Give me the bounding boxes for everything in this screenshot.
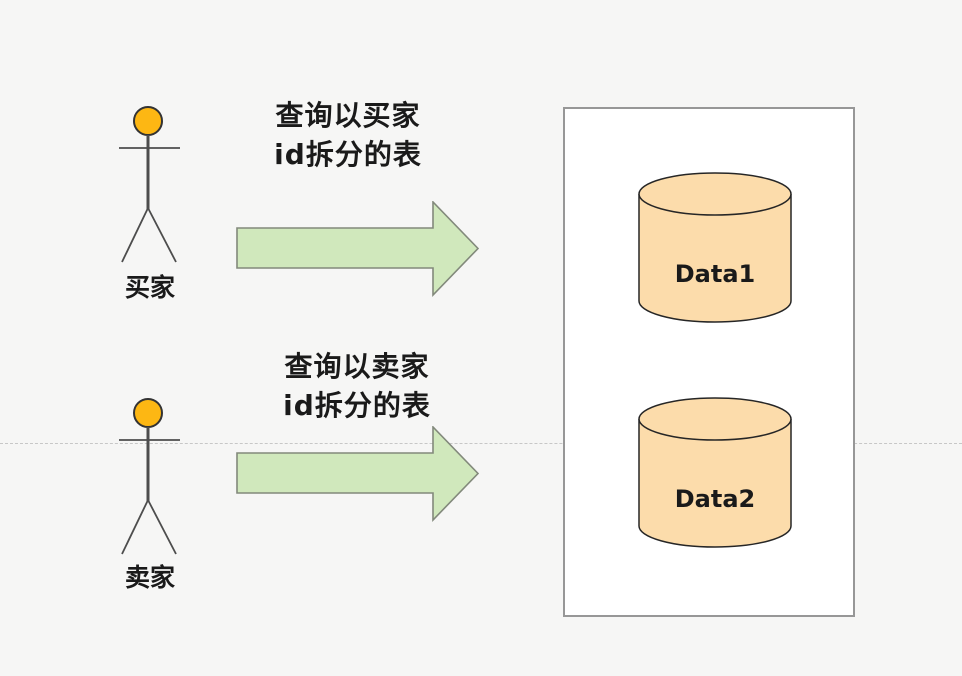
flow-label-line1: 查询以卖家 [284, 350, 430, 383]
actor-leg-left [121, 499, 149, 555]
flow-label-line2: id拆分的表 [274, 138, 422, 171]
actor-label-seller: 卖家 [124, 563, 175, 592]
actor-head [133, 398, 163, 428]
dashed-divider-line [0, 443, 962, 444]
buyer-stick-figure-icon [119, 106, 180, 263]
database-label: Data1 [674, 260, 756, 288]
block-arrow-shape [236, 426, 480, 522]
flow-label-line1: 查询以买家 [275, 99, 421, 132]
buyer-flow-arrow-icon [236, 201, 480, 297]
database-label: Data2 [674, 485, 756, 513]
flow-label-seller-query: 查询以卖家 id拆分的表 [245, 347, 469, 425]
database-cylinder-icon [638, 172, 792, 323]
cylinder-body [638, 419, 792, 548]
database-data1: Data1 [637, 171, 793, 324]
flow-label-buyer-query: 查询以买家 id拆分的表 [236, 96, 460, 174]
cylinder-body [638, 194, 792, 323]
actor-leg-right [147, 207, 177, 263]
seller-stick-figure-icon [119, 398, 180, 555]
actor-leg-left [121, 207, 149, 263]
cylinder-top [638, 397, 792, 441]
actor-label-buyer: 买家 [124, 273, 175, 302]
flow-label-line2: id拆分的表 [283, 389, 431, 422]
cylinder-top [638, 172, 792, 216]
actor-leg-right [147, 499, 177, 555]
database-data2: Data2 [637, 396, 793, 549]
actor-head [133, 106, 163, 136]
database-cylinder-icon [638, 397, 792, 548]
seller-flow-arrow-icon [236, 426, 480, 522]
block-arrow-shape [236, 201, 480, 297]
